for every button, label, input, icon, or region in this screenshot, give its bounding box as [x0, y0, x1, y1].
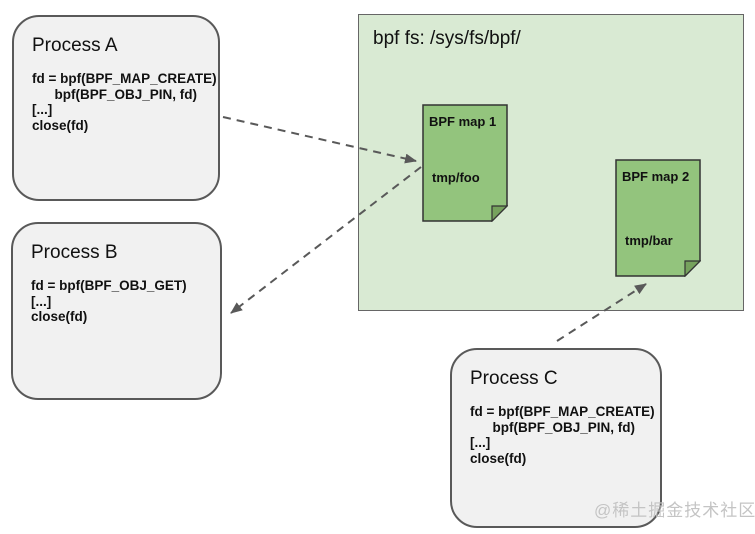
bpf-map-1-title: BPF map 1	[429, 114, 497, 129]
code-line: bpf(BPF_OBJ_PIN, fd)	[32, 86, 198, 102]
code-line: close(fd)	[470, 450, 527, 466]
code-line: fd = bpf(BPF_MAP_CREATE)	[32, 71, 217, 86]
bpf-fs-title: bpf fs: /sys/fs/bpf/	[373, 28, 521, 49]
process-c-box: Process C fd = bpf(BPF_MAP_CREATE) bpf(B…	[450, 348, 662, 528]
process-b-title: Process B	[31, 242, 118, 263]
code-line: [...]	[31, 293, 52, 309]
process-c-title: Process C	[470, 368, 558, 389]
code-line: [...]	[32, 102, 53, 117]
document-shape-icon	[422, 104, 508, 222]
code-line: [...]	[470, 435, 491, 450]
watermark-text: @稀土掘金技术社区	[594, 501, 755, 520]
bpf-map-1-node: BPF map 1 tmp/foo	[422, 104, 508, 222]
bpf-map-1-path: tmp/foo	[432, 170, 480, 185]
code-line: bpf(BPF_OBJ_PIN, fd)	[470, 419, 636, 435]
document-shape-icon	[615, 159, 701, 277]
bpf-map-2-title: BPF map 2	[622, 169, 690, 184]
code-line: fd = bpf(BPF_MAP_CREATE)	[470, 404, 655, 419]
process-a-box: Process A fd = bpf(BPF_MAP_CREATE) bpf(B…	[12, 15, 220, 201]
bpf-map-2-node: BPF map 2 tmp/bar	[615, 159, 701, 277]
process-b-box: Process B fd = bpf(BPF_OBJ_GET) [...] cl…	[11, 222, 222, 400]
bpf-map-2-path: tmp/bar	[625, 233, 673, 248]
code-line: fd = bpf(BPF_OBJ_GET)	[31, 278, 187, 293]
process-a-title: Process A	[32, 35, 118, 56]
code-line: close(fd)	[32, 117, 89, 133]
code-line: close(fd)	[31, 309, 88, 324]
